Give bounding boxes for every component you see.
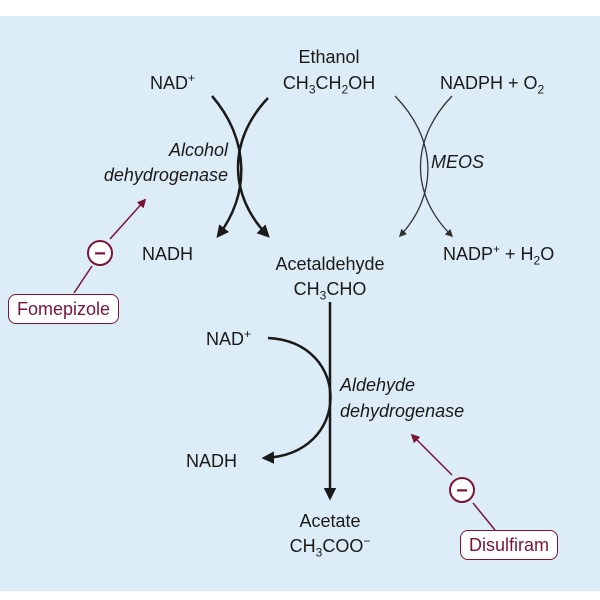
ethanol-formula: CH3CH2OH	[282, 73, 376, 97]
aldh-enzyme-label-line2: dehydrogenase	[340, 401, 465, 421]
aldh-enzyme-label-line1: Aldehyde	[340, 375, 416, 395]
adh-nadh-label: NADH	[142, 244, 194, 264]
meos-nadph-o2-label: NADPH + O2	[440, 73, 545, 97]
acetaldehyde-formula: CH3CHO	[293, 279, 367, 303]
fomepizole-label: Fomepizole	[8, 294, 120, 324]
ethanol-label: Ethanol	[298, 47, 360, 67]
aldh-nadh-label: NADH	[186, 451, 238, 471]
meos-ethanol-to-acetaldehyde-arrow	[394, 95, 429, 238]
acetaldehyde-label: Acetaldehyde	[275, 254, 385, 274]
aldh-nad-to-nadh-arrow	[261, 336, 332, 464]
fomepizole-inhibition-line	[73, 265, 93, 294]
disulfiram-label: Disulfiram	[460, 530, 559, 560]
meos-nadph-to-nadp-arrow	[419, 95, 454, 238]
disulfiram-inhibit-symbol: −	[449, 477, 475, 503]
aldh-nad-label: NAD+	[206, 327, 252, 349]
acetate-formula: CH3COO−	[289, 534, 371, 560]
adh-nad-label: NAD+	[150, 71, 196, 93]
adh-enzyme-label-line2: dehydrogenase	[103, 165, 228, 185]
fomepizole-inhibition-arrow	[109, 198, 147, 240]
fomepizole-inhibit-symbol: −	[87, 240, 113, 266]
acetate-label: Acetate	[299, 511, 361, 531]
adh-nad-to-nadh-arrow	[211, 95, 243, 238]
adh-ethanol-to-acetaldehyde-arrow	[236, 97, 270, 238]
adh-enzyme-label-line1: Alcohol	[168, 140, 228, 160]
disulfiram-inhibition-arrow	[410, 433, 453, 476]
meos-enzyme-label: MEOS	[431, 152, 485, 172]
meos-nadp-h2o-label: NADP+ + H2O	[443, 242, 555, 268]
disulfiram-inhibition-line	[472, 502, 496, 531]
